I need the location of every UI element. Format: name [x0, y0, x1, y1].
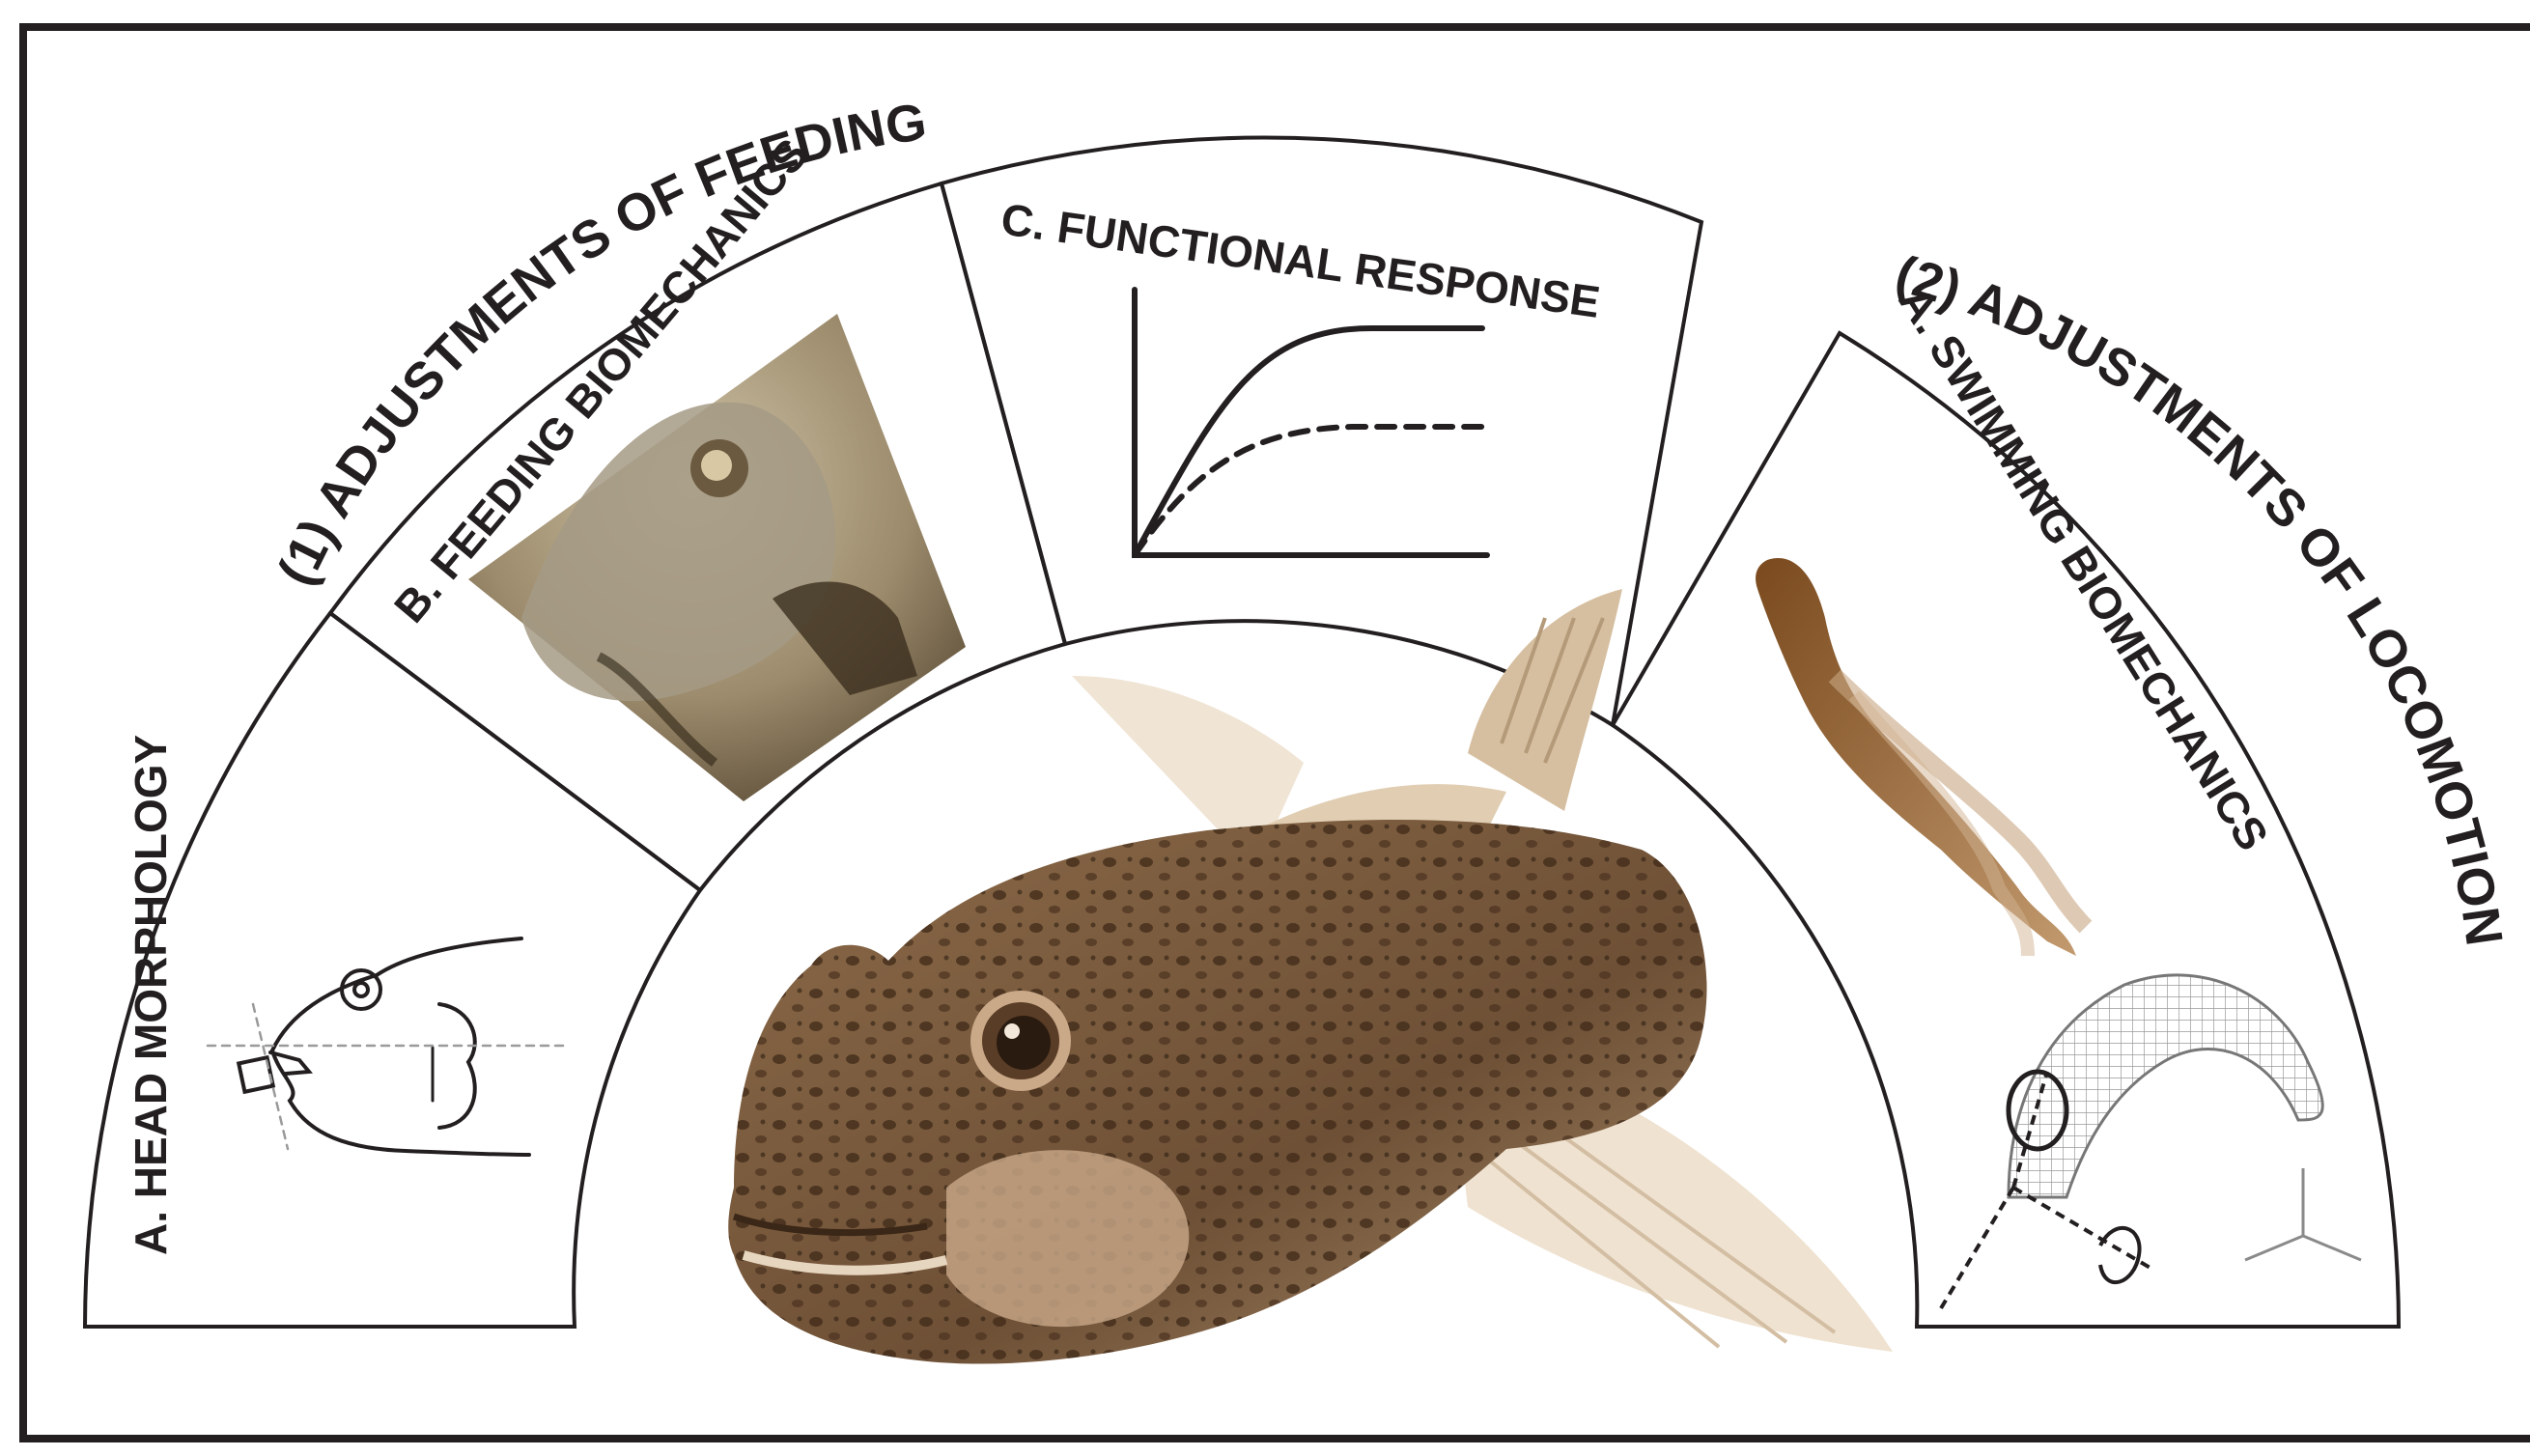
label-head-morphology: A. HEAD MORPHOLOGY	[126, 735, 176, 1255]
head-sketch-icon	[208, 938, 570, 1155]
plot-curve-dashed	[1135, 427, 1482, 555]
swimming-larva-icon	[1756, 558, 2086, 956]
panel-head-morphology-outline	[85, 613, 700, 1327]
functional-response-plot	[1135, 290, 1487, 555]
goby-fish-illustration	[728, 589, 1893, 1364]
label-functional-response: C. FUNCTIONAL RESPONSE	[998, 193, 1603, 327]
plot-curve-solid	[1135, 328, 1482, 555]
swimming-mesh-model	[2009, 975, 2322, 1197]
xyz-axis-icon	[2245, 1168, 2361, 1260]
feeding-fish-photo	[468, 314, 966, 801]
